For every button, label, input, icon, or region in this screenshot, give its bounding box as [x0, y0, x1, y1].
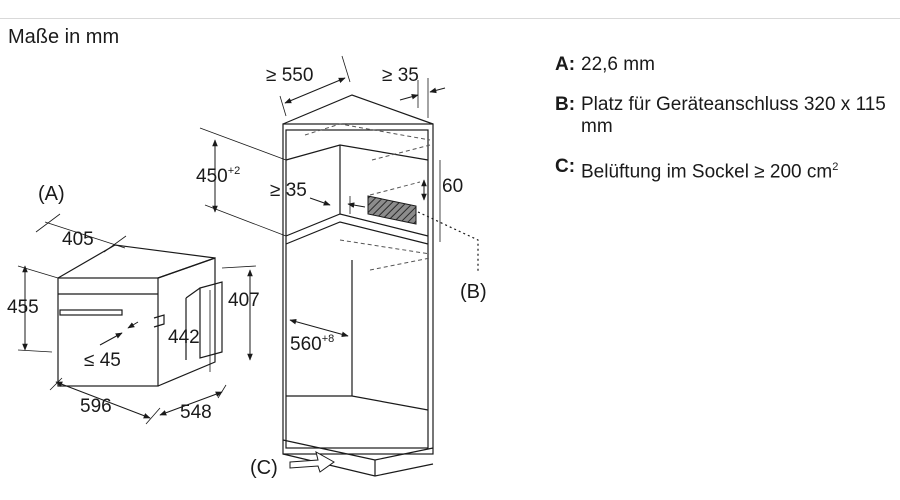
page-title: Maße in mm	[8, 26, 120, 48]
superscript: 2	[832, 161, 839, 173]
legend-text: Platz für Geräteanschluss 320 x 115 mm	[581, 94, 886, 137]
legend-item-c: C: Belüftung im Sockel ≥ 200 cm2	[555, 156, 900, 183]
dim-cabinet-width: 560+8	[290, 333, 334, 355]
legend-text: Belüftung im Sockel ≥ 200 cm2	[581, 161, 839, 183]
cabinet-drawing	[282, 94, 434, 477]
appliance-dimensions	[17, 213, 257, 425]
legend-key: A:	[555, 54, 576, 75]
legend-item-a: A: 22,6 mm	[555, 54, 900, 76]
cabinet-dashed-lines	[304, 123, 431, 271]
cabinet-dimensions	[199, 55, 446, 338]
legend-text: 22,6 mm	[581, 54, 655, 75]
legend-key: C:	[555, 156, 576, 177]
top-divider	[0, 18, 900, 19]
dim-455: 455	[7, 297, 39, 318]
dim-596: 596	[80, 396, 112, 417]
dim-cabinet-depth: ≥ 550	[266, 65, 313, 86]
legend-item-b: B: Platz für Geräteanschluss 320 x 115 m…	[555, 94, 900, 138]
legend-key: B:	[555, 94, 576, 115]
appliance-drawing	[57, 244, 223, 387]
dim-60: 60	[442, 176, 463, 197]
dim-442: 442	[168, 327, 200, 348]
dim-rear-gap: ≥ 35	[270, 180, 307, 201]
callout-a: (A)	[38, 183, 65, 205]
legend: A: 22,6 mm B: Platz für Geräteanschluss …	[555, 54, 900, 201]
dim-handle-gap: ≤ 45	[84, 350, 121, 371]
ventilation-arrow	[289, 451, 335, 473]
dim-405: 405	[62, 229, 94, 250]
callout-c: (C)	[250, 457, 278, 479]
dim-opening-height: 450+2	[196, 165, 240, 187]
callout-b-leader	[417, 211, 479, 272]
dim-side-gap: ≥ 35	[382, 65, 419, 86]
dim-407: 407	[228, 290, 260, 311]
callout-b: (B)	[460, 281, 487, 303]
connection-area-b	[367, 195, 417, 225]
dim-548: 548	[180, 402, 212, 423]
